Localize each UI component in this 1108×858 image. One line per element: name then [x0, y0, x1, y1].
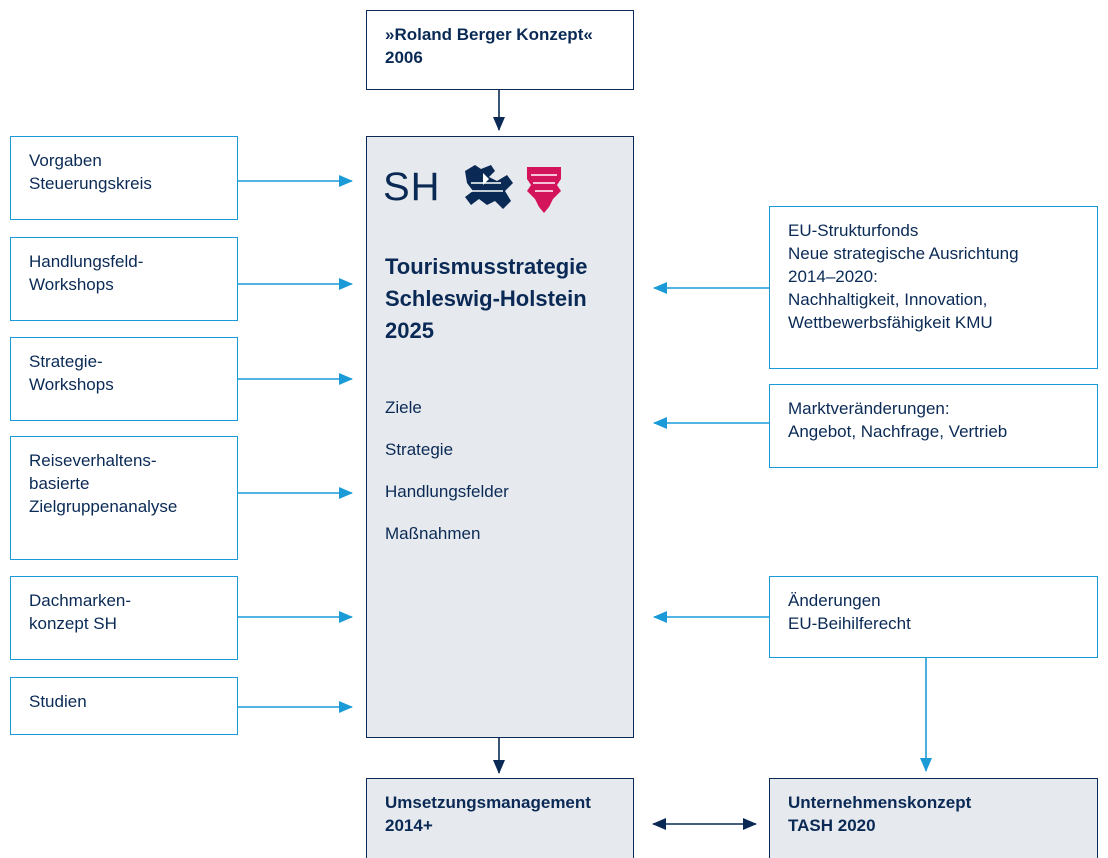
right-box-line: Angebot, Nachfrage, Vertrieb	[788, 422, 1008, 441]
unternehmenskonzept-subtitle: TASH 2020	[788, 816, 876, 835]
sh-logo-text: SH	[383, 165, 441, 209]
right-box-line: Änderungen	[788, 591, 881, 610]
strategy-title-line: 2025	[385, 318, 434, 343]
tourismusstrategie-box: SH Tourismusstrategie Schleswig-Holstein…	[366, 136, 634, 738]
right-box-line: Wettbewerbsfähigkeit KMU	[788, 313, 993, 332]
umsetzungsmanagement-title: Umsetzungsmanagement	[385, 793, 591, 812]
sh-logo-emblem-icon	[465, 165, 561, 213]
left-box-steuerungskreis: Vorgaben Steuerungskreis	[10, 136, 238, 220]
right-box-line: 2014–2020:	[788, 267, 878, 286]
left-box-line: Steuerungskreis	[29, 174, 152, 193]
left-box-line: basierte	[29, 474, 90, 493]
right-box-beihilferecht: Änderungen EU-Beihilferecht	[769, 576, 1098, 658]
right-box-line: EU-Beihilferecht	[788, 614, 911, 633]
right-box-line: Marktveränderungen:	[788, 399, 950, 418]
left-box-line: Workshops	[29, 275, 114, 294]
left-box-handlungsfeld-workshops: Handlungsfeld- Workshops	[10, 237, 238, 321]
left-box-line: Vorgaben	[29, 151, 102, 170]
strategy-title: Tourismusstrategie Schleswig-Holstein 20…	[385, 251, 588, 347]
item-handlungsfelder: Handlungsfelder	[385, 482, 509, 501]
left-box-line: Strategie-	[29, 352, 103, 371]
umsetzungsmanagement-box: Umsetzungsmanagement 2014+	[366, 778, 634, 858]
strategy-title-line: Schleswig-Holstein	[385, 286, 587, 311]
left-box-line: Studien	[29, 692, 87, 711]
right-box-line: EU-Strukturfonds	[788, 221, 919, 240]
right-box-line: Nachhaltigkeit, Innovation,	[788, 290, 988, 309]
left-box-line: Dachmarken-	[29, 591, 132, 610]
left-box-zielgruppenanalyse: Reiseverhaltens- basierte Zielgruppenana…	[10, 436, 238, 560]
item-strategie: Strategie	[385, 440, 454, 459]
roland-berger-box: »Roland Berger Konzept« 2006	[366, 10, 634, 90]
left-box-line: Handlungsfeld-	[29, 252, 144, 271]
right-box-marktveraenderungen: Marktveränderungen: Angebot, Nachfrage, …	[769, 384, 1098, 468]
item-ziele: Ziele	[385, 398, 422, 417]
left-box-line: Workshops	[29, 375, 114, 394]
left-box-line: Zielgruppenanalyse	[29, 497, 178, 516]
right-box-eu-strukturfonds: EU-Strukturfonds Neue strategische Ausri…	[769, 206, 1098, 369]
unternehmenskonzept-box: Unternehmenskonzept TASH 2020	[769, 778, 1098, 858]
roland-berger-title: »Roland Berger Konzept«	[385, 25, 593, 44]
left-box-line: konzept SH	[29, 614, 117, 633]
right-box-line: Neue strategische Ausrichtung	[788, 244, 1019, 263]
unternehmenskonzept-title: Unternehmenskonzept	[788, 793, 972, 812]
item-massnahmen: Maßnahmen	[385, 524, 481, 543]
strategy-title-line: Tourismusstrategie	[385, 254, 588, 279]
roland-berger-year: 2006	[385, 48, 423, 67]
umsetzungsmanagement-year: 2014+	[385, 816, 433, 835]
left-box-dachmarkenkonzept: Dachmarken- konzept SH	[10, 576, 238, 660]
left-box-strategie-workshops: Strategie- Workshops	[10, 337, 238, 421]
left-box-studien: Studien	[10, 677, 238, 735]
left-box-line: Reiseverhaltens-	[29, 451, 157, 470]
